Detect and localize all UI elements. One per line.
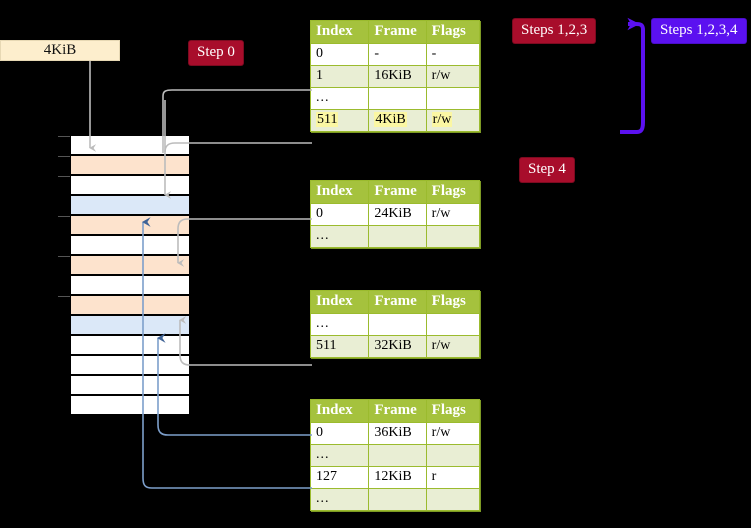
column-header-frame: Frame bbox=[368, 399, 427, 423]
cell-index: ... bbox=[309, 444, 370, 467]
memory-frame-row bbox=[70, 395, 190, 415]
memory-frame-row bbox=[70, 375, 190, 395]
memory-tick bbox=[58, 136, 70, 137]
table-row: ... bbox=[309, 444, 481, 467]
table-row: ... bbox=[309, 313, 481, 336]
cell-frame: 32KiB bbox=[368, 335, 427, 358]
cell-index: ... bbox=[309, 313, 370, 336]
cell-flags: r/w bbox=[425, 109, 481, 132]
column-header-flags: Flags bbox=[425, 20, 481, 44]
cell-flags bbox=[425, 488, 481, 511]
cell-flags: r/w bbox=[425, 422, 481, 445]
column-header-flags: Flags bbox=[425, 399, 481, 423]
column-header-index: Index bbox=[309, 290, 370, 314]
table-row: ... bbox=[309, 87, 481, 110]
step-0-label: Step 0 bbox=[197, 44, 235, 60]
memory-tick bbox=[58, 296, 70, 297]
column-header-index: Index bbox=[309, 180, 370, 204]
cell-flags: r bbox=[425, 466, 481, 489]
column-header-frame: Frame bbox=[368, 180, 427, 204]
cell-index: ... bbox=[309, 87, 370, 110]
cell-flags bbox=[425, 313, 481, 336]
memory-frame-row bbox=[70, 315, 190, 335]
cell-flags bbox=[425, 444, 481, 467]
cell-frame: 36KiB bbox=[368, 422, 427, 445]
memory-tick bbox=[58, 256, 70, 257]
cell-frame bbox=[368, 225, 427, 248]
cell-frame: - bbox=[368, 43, 427, 66]
table-row: ... bbox=[309, 225, 481, 248]
cell-index: 511 bbox=[309, 335, 370, 358]
steps-123-label: Steps 1,2,3 bbox=[521, 22, 588, 38]
memory-tick bbox=[58, 216, 70, 217]
cell-index: 0 bbox=[309, 203, 370, 226]
memory-frame-row bbox=[70, 215, 190, 235]
memory-frame-row bbox=[70, 255, 190, 275]
physical-memory-column bbox=[70, 135, 190, 415]
cell-frame: 16KiB bbox=[368, 65, 427, 88]
cell-flags bbox=[425, 87, 481, 110]
memory-frame-row bbox=[70, 355, 190, 375]
column-header-frame: Frame bbox=[368, 290, 427, 314]
cell-index: 0 bbox=[309, 43, 370, 66]
memory-frame-row bbox=[70, 275, 190, 295]
cell-frame bbox=[368, 444, 427, 467]
cell-frame bbox=[368, 87, 427, 110]
table-row: 0-- bbox=[309, 43, 481, 66]
cell-index: 511 bbox=[309, 109, 370, 132]
memory-frame-row bbox=[70, 175, 190, 195]
steps-123-chip: Steps 1,2,3 bbox=[513, 19, 596, 43]
cell-flags bbox=[425, 225, 481, 248]
cell-index: 127 bbox=[309, 466, 370, 489]
cell-frame bbox=[368, 313, 427, 336]
frame-size-box: 4KiB bbox=[0, 40, 120, 61]
memory-frame-row bbox=[70, 295, 190, 315]
column-header-flags: Flags bbox=[425, 180, 481, 204]
memory-frame-row bbox=[70, 195, 190, 215]
cell-frame: 24KiB bbox=[368, 203, 427, 226]
steps-1234-label: Steps 1,2,3,4 bbox=[660, 22, 738, 38]
memory-frame-row bbox=[70, 235, 190, 255]
memory-tick bbox=[58, 156, 70, 157]
cell-flags: r/w bbox=[425, 65, 481, 88]
step-0-chip: Step 0 bbox=[189, 41, 243, 65]
column-header-index: Index bbox=[309, 399, 370, 423]
step-4-chip: Step 4 bbox=[520, 158, 574, 182]
cell-frame: 12KiB bbox=[368, 466, 427, 489]
column-header-index: Index bbox=[309, 20, 370, 44]
cell-index: ... bbox=[309, 225, 370, 248]
frame-size-label: 4KiB bbox=[43, 42, 77, 58]
cell-flags: r/w bbox=[425, 203, 481, 226]
memory-frame-row bbox=[70, 135, 190, 155]
memory-frame-row bbox=[70, 155, 190, 175]
cell-index: ... bbox=[309, 488, 370, 511]
memory-tick bbox=[58, 176, 70, 177]
memory-frame-row bbox=[70, 335, 190, 355]
cell-frame bbox=[368, 488, 427, 511]
steps-1234-chip: Steps 1,2,3,4 bbox=[652, 19, 746, 43]
column-header-flags: Flags bbox=[425, 290, 481, 314]
cell-frame: 4KiB bbox=[368, 109, 427, 132]
cell-index: 0 bbox=[309, 422, 370, 445]
table-row: ... bbox=[309, 488, 481, 511]
cell-flags: - bbox=[425, 43, 481, 66]
cell-index: 1 bbox=[309, 65, 370, 88]
cell-flags: r/w bbox=[425, 335, 481, 358]
column-header-frame: Frame bbox=[368, 20, 427, 44]
step-4-label: Step 4 bbox=[528, 161, 566, 177]
